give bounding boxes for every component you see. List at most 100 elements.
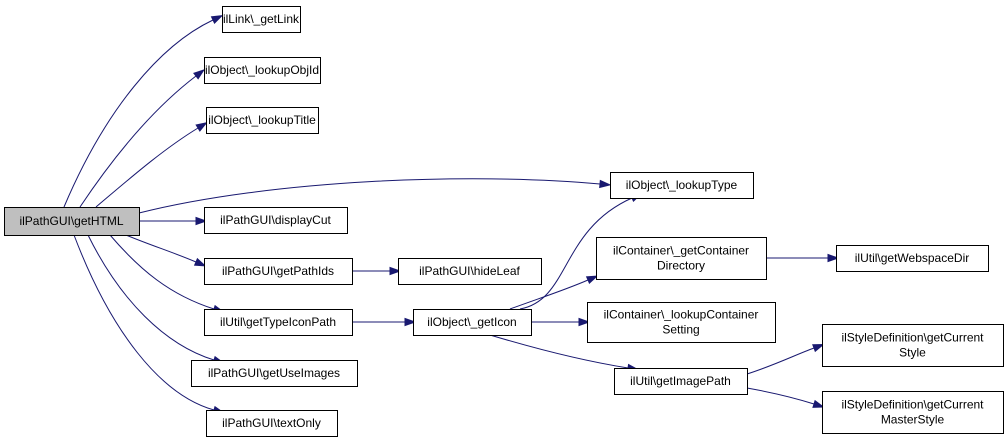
edge-line xyxy=(138,178,601,214)
edge-root-to-get-use-images xyxy=(87,234,225,364)
node-label: ilUtil\getImagePath xyxy=(630,374,731,388)
node-label: ilObject\_lookupType xyxy=(626,178,738,192)
node-label: ilUtil\getTypeIconPath xyxy=(220,315,336,329)
node-get-type-icon-path[interactable]: ilUtil\getTypeIconPath xyxy=(204,309,353,336)
nodes-layer: ilPathGUI\getHTML ilLink\_getLink ilObject… xyxy=(4,6,1004,437)
node-box xyxy=(610,172,754,199)
node-box xyxy=(822,391,1004,434)
edge-line xyxy=(125,234,197,263)
node-lookup-obj-id[interactable]: ilObject\_lookupObjId xyxy=(204,57,321,84)
node-get-link[interactable]: ilLink\_getLink xyxy=(222,6,301,33)
arrowhead-icon xyxy=(827,253,840,263)
arrowhead-icon xyxy=(404,317,417,327)
node-label: ilContainer\_getContainer xyxy=(613,244,749,258)
node-box xyxy=(614,368,748,395)
edge-line xyxy=(79,75,197,208)
edges-layer xyxy=(63,15,840,414)
arrowhead-icon xyxy=(193,257,207,267)
node-label: Setting xyxy=(662,323,699,337)
node-label: ilPathGUI\getPathIds xyxy=(222,264,334,278)
edge-line xyxy=(746,347,815,375)
arrowhead-icon xyxy=(195,216,208,226)
arrowhead-icon xyxy=(812,399,825,408)
node-lookup-title[interactable]: ilObject\_lookupTitle xyxy=(206,107,319,134)
node-label: ilPathGUI\getHTML xyxy=(19,214,123,228)
arrowhead-icon xyxy=(210,15,224,25)
edge-get-icon-to-get-container-directory xyxy=(509,275,599,310)
node-box xyxy=(596,237,767,280)
node-lookup-type[interactable]: ilObject\_lookupType xyxy=(610,172,754,199)
node-label: Directory xyxy=(657,259,705,273)
node-display-cut[interactable]: ilPathGUI\displayCut xyxy=(204,207,348,234)
node-root[interactable]: ilPathGUI\getHTML xyxy=(4,207,140,236)
arrowhead-icon xyxy=(599,179,612,189)
edge-root-to-get-link xyxy=(63,15,224,208)
edge-root-to-lookup-obj-id xyxy=(79,68,206,208)
node-box xyxy=(206,410,338,437)
node-box xyxy=(206,107,319,134)
node-box xyxy=(222,6,301,33)
node-box xyxy=(204,207,348,234)
node-box xyxy=(191,360,358,387)
node-box xyxy=(822,324,1004,367)
node-box xyxy=(204,258,353,285)
edge-line xyxy=(746,387,815,405)
node-box xyxy=(398,258,542,285)
node-label: ilLink\_getLink xyxy=(223,12,300,26)
edge-line xyxy=(73,234,215,411)
node-box xyxy=(587,302,776,343)
node-label: ilContainer\_lookupContainer xyxy=(604,308,759,322)
arrowhead-icon xyxy=(585,275,599,285)
edge-root-to-get-path-ids xyxy=(125,234,207,267)
node-label: MasterStyle xyxy=(881,413,945,427)
node-label: ilStyleDefinition\getCurrent xyxy=(841,398,984,412)
node-box xyxy=(204,57,321,84)
arrowhead-icon xyxy=(193,68,206,80)
edge-get-container-directory-to-get-webspace-dir xyxy=(766,253,840,263)
node-label: ilPathGUI\hideLeaf xyxy=(419,264,520,278)
node-label: ilPathGUI\getUseImages xyxy=(208,366,340,380)
edge-root-to-lookup-title xyxy=(95,121,208,208)
node-label: ilUtil\getWebspaceDir xyxy=(855,251,970,265)
edge-line xyxy=(489,334,629,369)
arrowhead-icon xyxy=(389,266,402,276)
node-label: ilObject\_getIcon xyxy=(427,315,516,329)
edge-line xyxy=(519,197,633,310)
edge-line xyxy=(63,19,214,208)
edge-line xyxy=(509,279,589,310)
node-label: ilPathGUI\displayCut xyxy=(220,213,331,227)
node-box xyxy=(4,207,140,236)
edge-get-path-ids-to-hide-leaf xyxy=(352,266,402,276)
arrowhead-icon xyxy=(578,317,591,327)
edge-root-to-lookup-type xyxy=(138,178,612,214)
node-box xyxy=(204,309,353,336)
node-get-path-ids[interactable]: ilPathGUI\getPathIds xyxy=(204,258,353,285)
edge-root-to-display-cut xyxy=(139,216,208,226)
arrowhead-icon xyxy=(195,121,208,132)
node-get-webspace-dir[interactable]: ilUtil\getWebspaceDir xyxy=(836,245,989,272)
node-box xyxy=(836,245,989,272)
node-label: ilObject\_lookupObjId xyxy=(205,63,319,77)
edge-line xyxy=(87,234,215,361)
arrowhead-icon xyxy=(812,343,825,353)
node-get-use-images[interactable]: ilPathGUI\getUseImages xyxy=(191,360,358,387)
node-box xyxy=(413,309,532,336)
node-get-icon[interactable]: ilObject\_getIcon xyxy=(413,309,532,336)
edge-get-type-icon-path-to-get-icon xyxy=(352,317,417,327)
node-text-only[interactable]: ilPathGUI\textOnly xyxy=(206,410,338,437)
node-label: Style xyxy=(899,346,926,360)
edge-get-image-path-to-get-current-style xyxy=(746,343,825,375)
edge-line xyxy=(109,234,215,310)
node-get-image-path[interactable]: ilUtil\getImagePath xyxy=(614,368,748,395)
node-label: ilObject\_lookupTitle xyxy=(208,113,316,127)
node-label: ilStyleDefinition\getCurrent xyxy=(841,331,984,345)
node-label: ilPathGUI\textOnly xyxy=(222,416,321,430)
edge-get-icon-to-lookup-container-setting xyxy=(531,317,591,327)
edge-get-image-path-to-get-current-master-style xyxy=(746,387,825,408)
node-hide-leaf[interactable]: ilPathGUI\hideLeaf xyxy=(398,258,542,285)
